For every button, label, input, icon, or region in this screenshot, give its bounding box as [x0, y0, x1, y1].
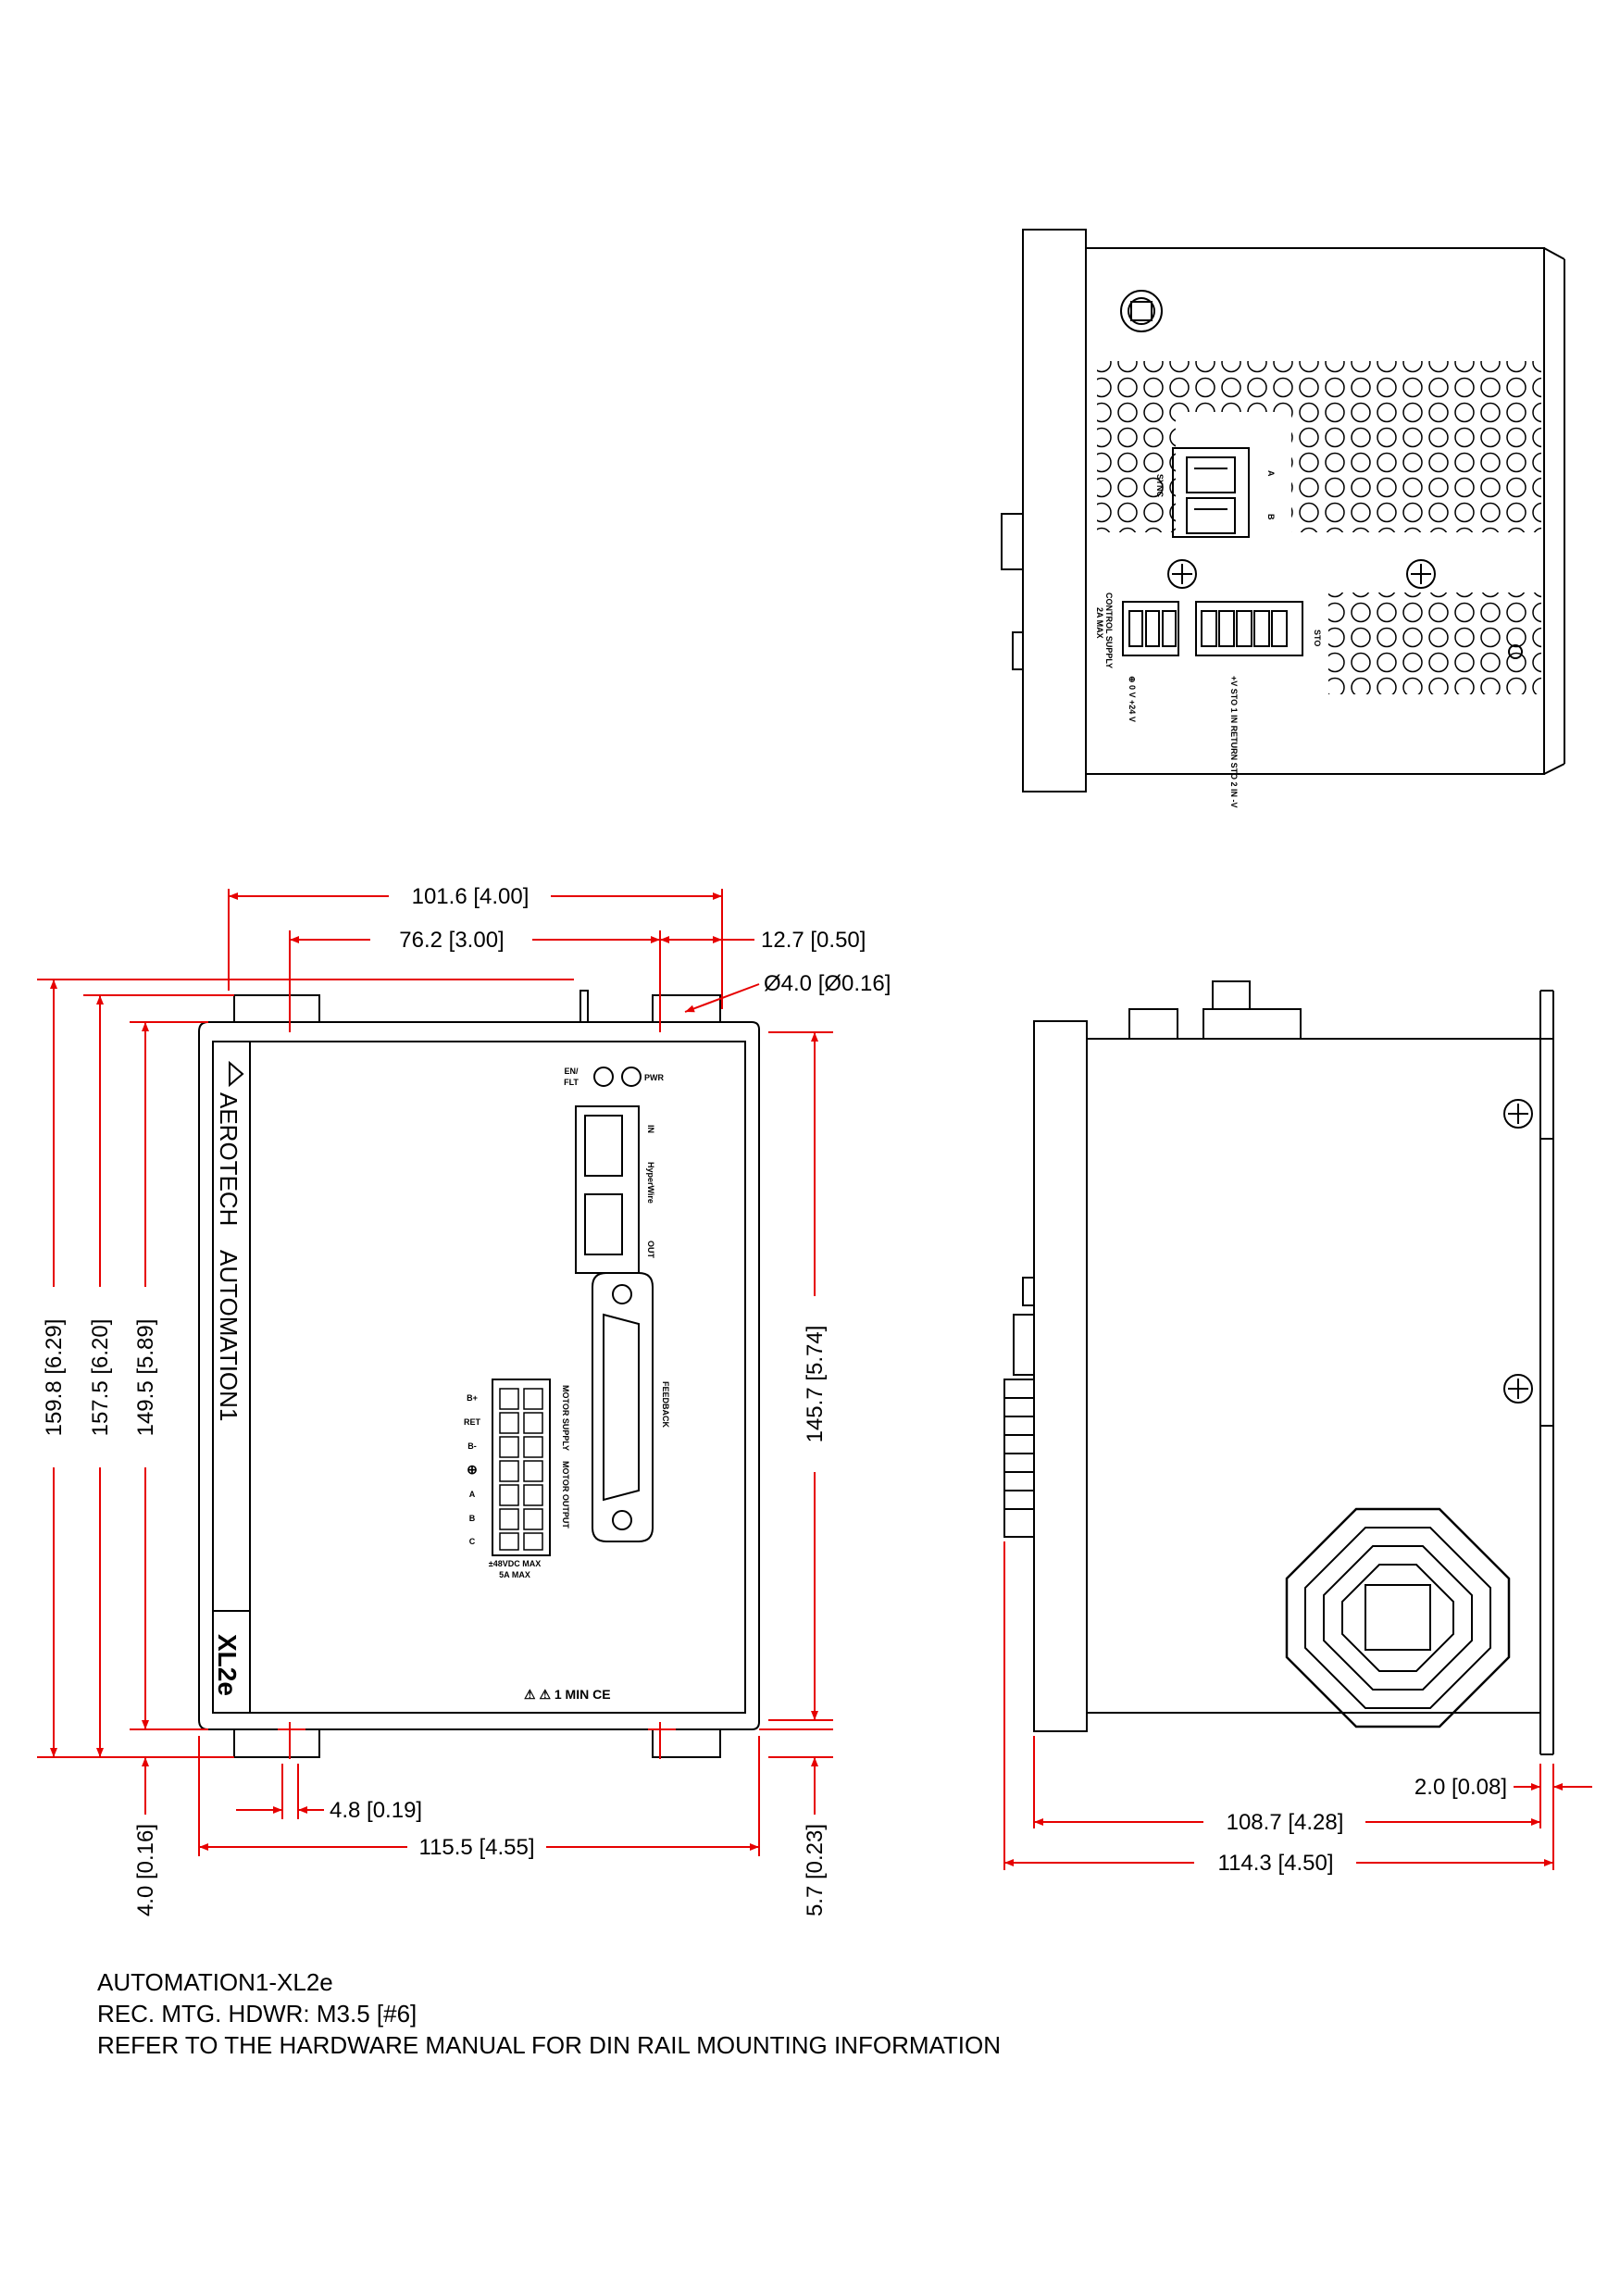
brand-label: AEROTECH: [215, 1092, 243, 1226]
motor-output-label: MOTOR OUTPUT: [561, 1461, 570, 1529]
dim-overall-hole-width: 101.6 [4.00]: [412, 884, 530, 909]
motor-connector: [492, 1379, 551, 1556]
pin-label: ⊕: [467, 1462, 478, 1477]
pin-label: RET: [464, 1417, 481, 1427]
led-pwr-label: PWR: [644, 1073, 664, 1082]
led-en-label: EN/: [564, 1067, 579, 1076]
control-supply-pins: ⊕ 0 V +24 V: [1128, 676, 1137, 722]
dim-slot-width: 4.8 [0.19]: [330, 1798, 422, 1823]
control-supply-connector: [1122, 601, 1179, 656]
top-view: [1001, 229, 1565, 792]
model-label: XL2e: [213, 1634, 242, 1696]
rating-current-label: 5A MAX: [499, 1570, 530, 1579]
pin-label: B+: [467, 1393, 478, 1403]
dim-hole-diameter: Ø4.0 [Ø0.16]: [764, 971, 891, 996]
screw-icon: [1167, 559, 1436, 589]
port-name-label: HyperWire: [646, 1162, 655, 1204]
note-model: AUTOMATION1-XL2e: [97, 1968, 333, 1996]
aerotech-logo-icon: [229, 1060, 244, 1088]
port-b-label: B: [1266, 514, 1276, 520]
port-a-label: A: [1266, 470, 1276, 477]
port-out-label: OUT: [646, 1241, 655, 1259]
note-hardware: REC. MTG. HDWR: M3.5 [#6]: [97, 2000, 417, 2028]
dim-height-right: 145.7 [5.74]: [803, 1326, 828, 1443]
screw-icon: [1503, 1099, 1533, 1404]
dim-bottom-left: 4.0 [0.16]: [133, 1824, 158, 1916]
feedback-label: FEEDBACK: [661, 1381, 670, 1429]
feedback-connector: [592, 1272, 654, 1542]
ground-symbol-icon: [1120, 290, 1163, 332]
dim-height-overall: 159.8 [6.29]: [42, 1319, 67, 1437]
fan-grille-icon: [1285, 1507, 1511, 1728]
note-din-rail: REFER TO THE HARDWARE MANUAL FOR DIN RAI…: [97, 2031, 1002, 2059]
control-supply-rating: 2A MAX: [1095, 607, 1104, 639]
en-flt-led-icon: [593, 1067, 614, 1087]
product-label: AUTOMATION1: [215, 1250, 243, 1421]
dim-height-3: 149.5 [5.89]: [133, 1319, 158, 1437]
pin-label: B: [469, 1514, 476, 1523]
dim-overall-width: 115.5 [4.55]: [419, 1835, 535, 1860]
dimension-lines: [37, 889, 1592, 1870]
dim-height-2: 157.5 [6.20]: [88, 1319, 113, 1437]
control-supply-label: CONTROL SUPPLY: [1104, 593, 1114, 668]
dim-flange: 2.0 [0.08]: [1414, 1775, 1507, 1800]
motor-supply-label: MOTOR SUPPLY: [561, 1385, 570, 1451]
front-view: [198, 990, 760, 1758]
port-in-label: IN: [646, 1125, 655, 1133]
side-view: [1003, 980, 1554, 1755]
rating-voltage-label: ±48VDC MAX: [489, 1559, 541, 1568]
sto-label: STO: [1313, 630, 1322, 646]
pin-label: A: [469, 1490, 476, 1499]
warning-label: ⚠ ⚠ 1 MIN CE: [524, 1687, 611, 1702]
sto-connector: [1195, 601, 1303, 656]
pwr-led-icon: [621, 1067, 642, 1087]
dim-depth-2: 114.3 [4.50]: [1218, 1851, 1334, 1876]
dim-bottom-right: 5.7 [0.23]: [803, 1824, 828, 1916]
dim-depth-1: 108.7 [4.28]: [1227, 1810, 1344, 1835]
drawing-notes: AUTOMATION1-XL2e REC. MTG. HDWR: M3.5 [#…: [97, 1966, 1486, 2061]
led-flt-label: FLT: [564, 1078, 579, 1087]
sync-ports: [1172, 447, 1250, 538]
pin-label: C: [469, 1537, 476, 1546]
sync-label: SYNC: [1155, 474, 1165, 498]
dim-hole-offset: 12.7 [0.50]: [761, 928, 866, 953]
sto-pins: +V STO 1 IN RETURN STO 2 IN -V: [1229, 676, 1239, 807]
pin-label: B-: [467, 1441, 477, 1451]
dim-hole-spacing: 76.2 [3.00]: [399, 928, 504, 953]
